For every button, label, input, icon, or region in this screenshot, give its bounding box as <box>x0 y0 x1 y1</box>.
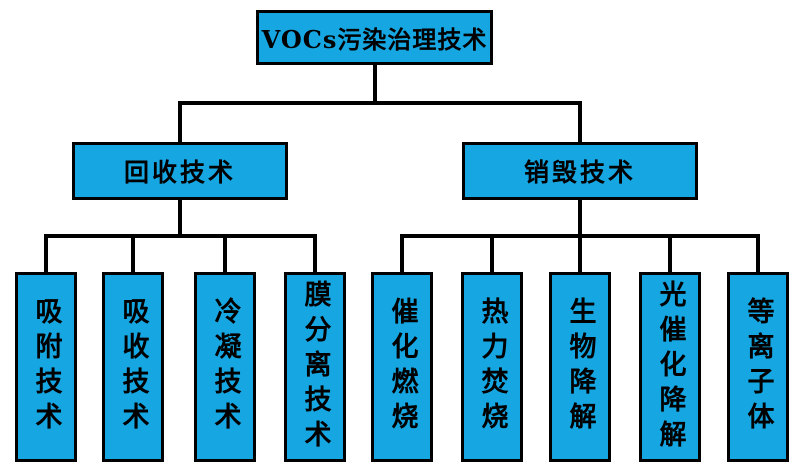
leaf-node-catalytic-combustion: 催化燃烧 <box>371 272 433 462</box>
leaf-node-label: 吸收技术 <box>117 297 149 437</box>
connector-line <box>44 234 48 274</box>
branch-node-destruction: 销毁技术 <box>462 142 698 200</box>
connector-line <box>223 234 227 274</box>
connector-line <box>178 101 582 105</box>
leaf-node-condensation: 冷凝技术 <box>194 272 256 462</box>
root-node: VOCs污染治理技术 <box>256 10 493 65</box>
leaf-node-membrane-separation: 膜分离技术 <box>284 272 346 462</box>
leaf-node-plasma: 等离子体 <box>727 272 789 462</box>
branch-node-recovery: 回收技术 <box>72 142 288 200</box>
leaf-node-label: 光催化降解 <box>654 279 686 455</box>
leaf-node-label: 生物降解 <box>564 297 596 437</box>
connector-line <box>490 234 494 274</box>
leaf-node-absorption: 吸收技术 <box>102 272 164 462</box>
branch-node-label: 销毁技术 <box>523 158 636 187</box>
connector-line <box>400 234 404 274</box>
connector-line <box>578 101 582 144</box>
branch-node-label: 回收技术 <box>123 158 236 187</box>
connector-line <box>44 234 317 238</box>
connector-line <box>756 234 760 274</box>
connector-line <box>578 234 582 274</box>
leaf-node-label: 冷凝技术 <box>209 297 241 437</box>
leaf-node-label: 等离子体 <box>742 297 774 437</box>
connector-line <box>373 65 377 105</box>
connector-line <box>178 101 182 144</box>
leaf-node-label: 吸附技术 <box>30 297 62 437</box>
connector-line <box>668 234 672 274</box>
connector-line <box>131 234 135 274</box>
leaf-node-label: 膜分离技术 <box>299 279 331 455</box>
root-node-label: VOCs污染治理技术 <box>261 25 488 54</box>
leaf-node-label: 催化燃烧 <box>386 297 418 437</box>
leaf-node-photocatalytic-degradation: 光催化降解 <box>639 272 701 462</box>
connector-line <box>178 200 182 238</box>
leaf-node-adsorption: 吸附技术 <box>15 272 77 462</box>
connector-line <box>313 234 317 274</box>
leaf-node-biodegradation: 生物降解 <box>549 272 611 462</box>
leaf-node-label: 热力焚烧 <box>476 297 508 437</box>
leaf-node-thermal-incineration: 热力焚烧 <box>461 272 523 462</box>
connector-line <box>578 200 582 238</box>
